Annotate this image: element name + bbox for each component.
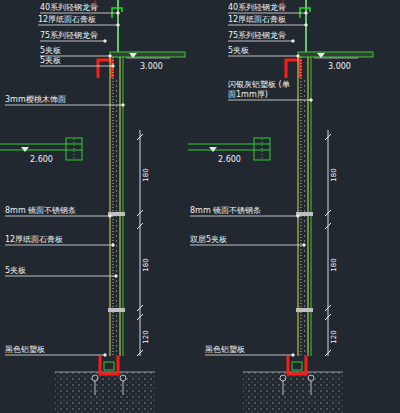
dimension-text: 120 bbox=[329, 330, 339, 343]
callout-label: 黑色铝塑板 bbox=[205, 345, 245, 355]
callout-label: 2.600 bbox=[30, 155, 53, 165]
callout-label: 12厚纸面石膏板 bbox=[228, 15, 286, 25]
callout-label: 75系列轻钢龙骨 bbox=[40, 31, 98, 41]
callout-label: 8mm 镜面不锈钢条 bbox=[190, 206, 261, 216]
dimension-text: 180 bbox=[141, 258, 151, 271]
callout-label: 3mm樱桃木饰面 bbox=[5, 95, 66, 105]
callout-label: 3.000 bbox=[328, 62, 351, 72]
callout-label: 黑色铝塑板 bbox=[5, 345, 45, 355]
dimension-text: 180 bbox=[329, 258, 339, 271]
callout-label: 40系列轻钢龙骨 bbox=[228, 3, 286, 13]
callout-label: 5夹板 bbox=[40, 46, 61, 56]
dimension-text: 120 bbox=[141, 330, 151, 343]
callout-label: 8mm 镜面不锈钢条 bbox=[5, 206, 76, 216]
callout-label: 2.600 bbox=[218, 155, 241, 165]
callout-label: 5夹板 bbox=[228, 46, 249, 56]
callout-label: 闪银灰铝塑板 (单面1mm厚) bbox=[228, 80, 290, 100]
callout-label: 5夹板 bbox=[5, 266, 26, 276]
callout-label: 3.000 bbox=[140, 62, 163, 72]
callout-label: 5夹板 bbox=[40, 56, 61, 66]
callout-label: 12厚纸面石膏板 bbox=[5, 235, 63, 245]
callout-label: 双层5夹板 bbox=[190, 235, 227, 245]
callout-label: 12厚纸面石膏板 bbox=[38, 15, 96, 25]
dimension-text: 180 bbox=[141, 168, 151, 181]
callout-label: 40系列轻钢龙骨 bbox=[40, 3, 98, 13]
callout-label: 75系列轻钢龙骨 bbox=[228, 31, 286, 41]
dimension-text: 180 bbox=[329, 168, 339, 181]
